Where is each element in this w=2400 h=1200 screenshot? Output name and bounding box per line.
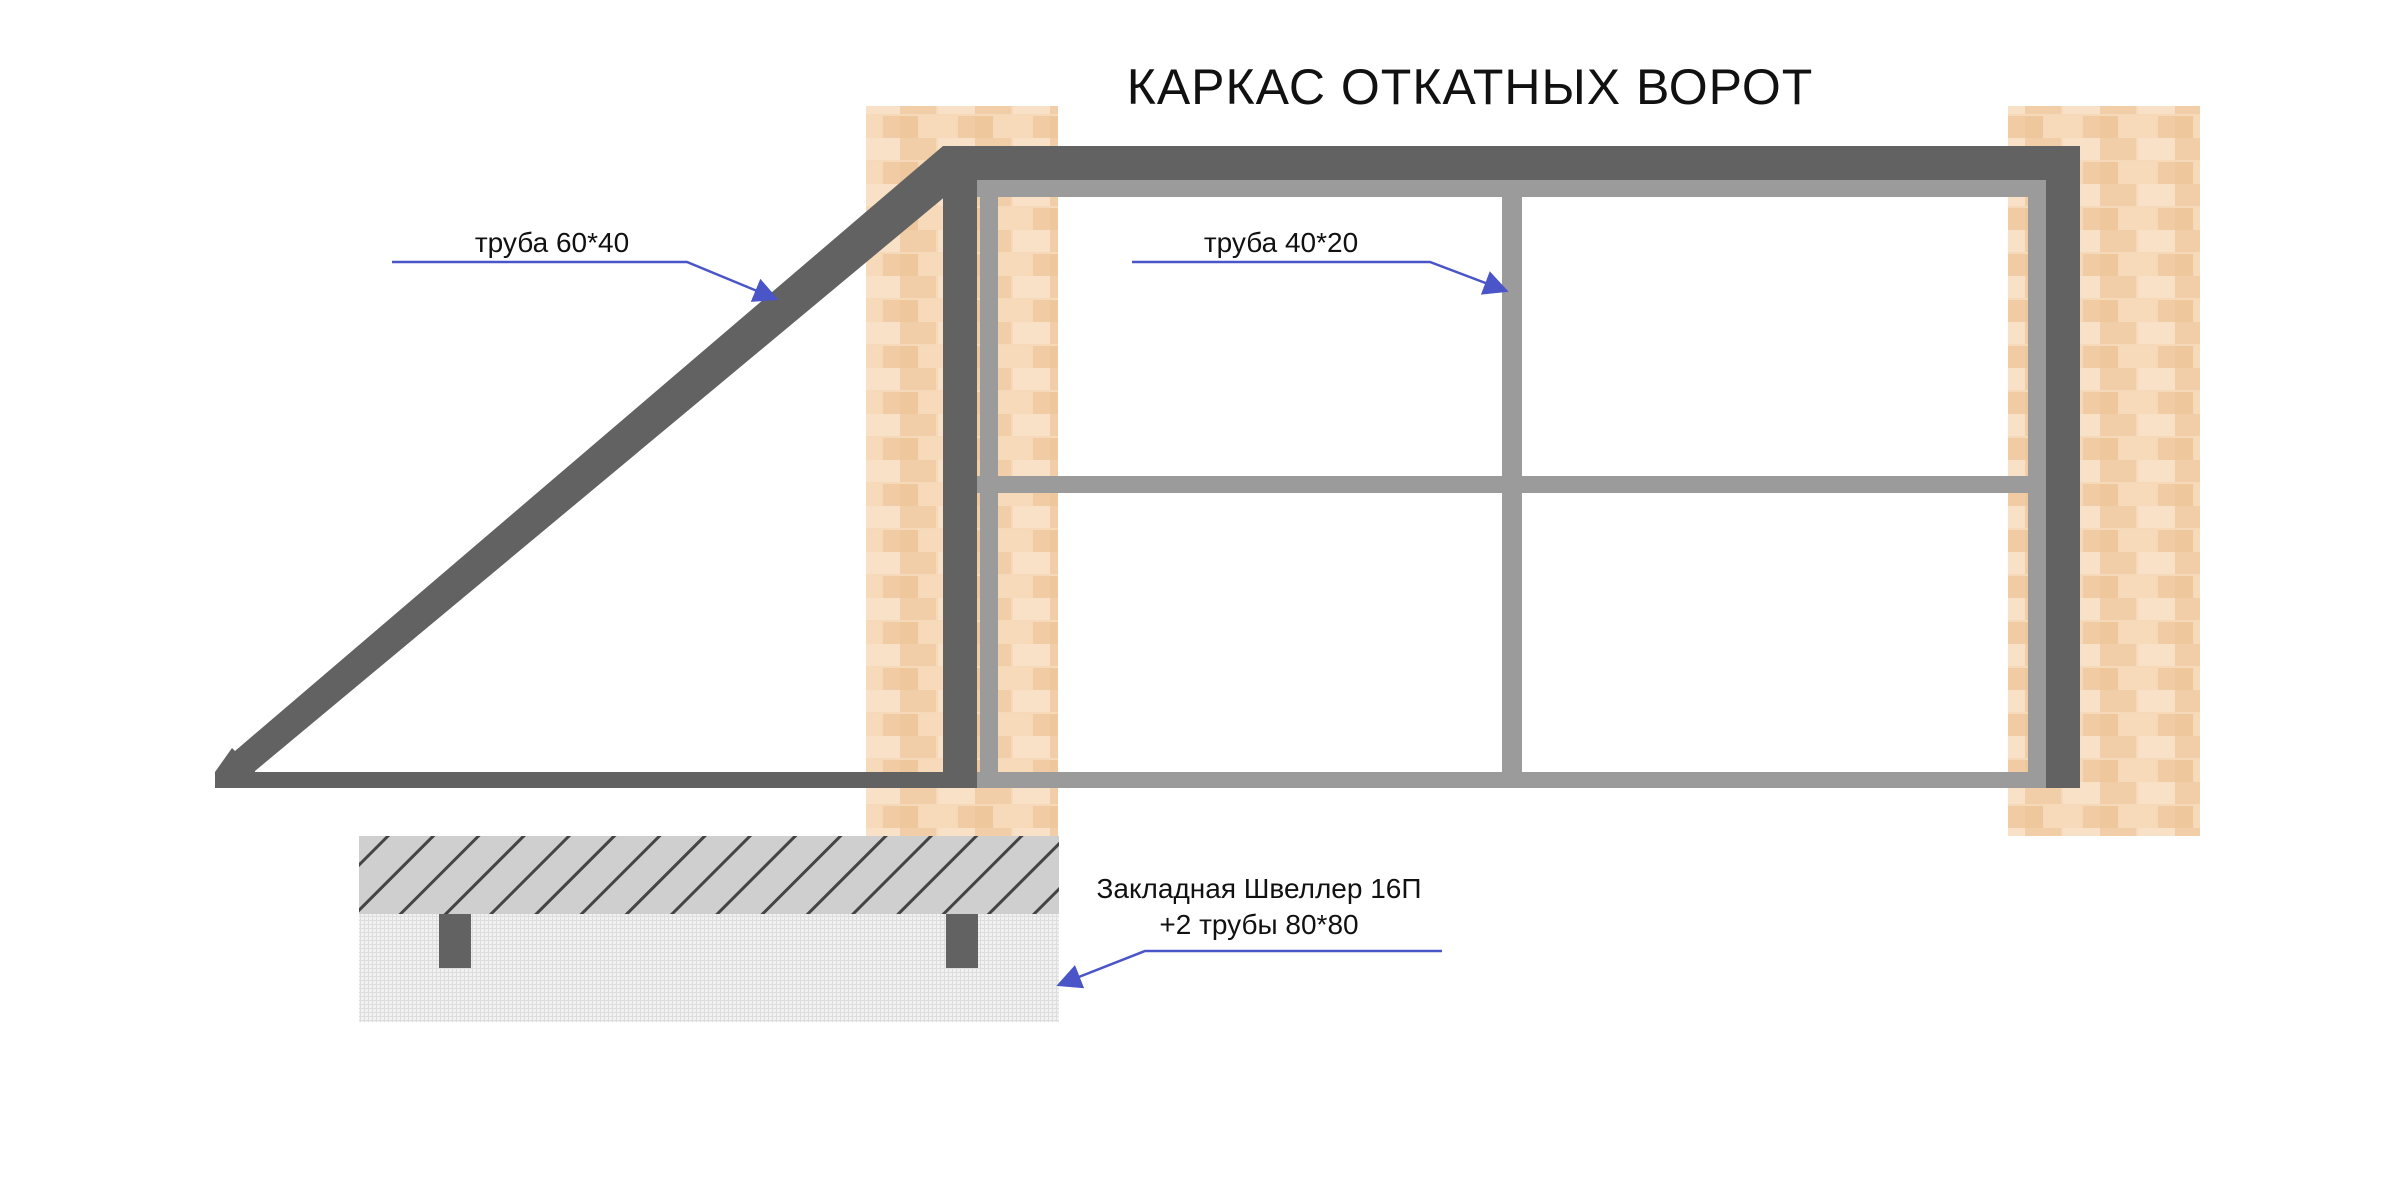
embedded-pipe-left xyxy=(439,914,471,968)
diagram-title: КАРКАС ОТКАТНЫХ ВОРОТ xyxy=(1127,59,1814,115)
inner-frame-center-post xyxy=(1502,180,1522,788)
label-embed-line1: Закладная Швеллер 16П xyxy=(1096,873,1421,904)
inner-frame xyxy=(976,180,2048,788)
label-main-frame-pipe: труба 60*40 xyxy=(475,227,629,258)
main-frame xyxy=(215,146,2080,788)
foundation-concrete xyxy=(359,914,1059,1022)
leader-main-frame xyxy=(392,260,779,302)
foundation-hatched-layer xyxy=(359,836,1059,914)
embedded-pipe-right xyxy=(946,914,978,968)
inner-frame-left-post xyxy=(980,180,998,788)
main-frame-diagonal-brace xyxy=(218,146,977,771)
inner-frame-right-post xyxy=(2028,180,2046,788)
label-inner-frame-pipe: труба 40*20 xyxy=(1204,227,1358,258)
main-frame-left-post xyxy=(943,146,977,788)
label-embed-line2: +2 трубы 80*80 xyxy=(1159,909,1358,940)
leader-embed xyxy=(1056,949,1442,989)
main-frame-top-beam xyxy=(943,146,2080,180)
main-frame-right-post xyxy=(2046,146,2080,788)
leader-lines xyxy=(392,260,1509,989)
main-frame-tail xyxy=(215,748,255,788)
main-frame-bottom-beam xyxy=(215,772,977,788)
leader-inner-frame xyxy=(1132,260,1509,295)
